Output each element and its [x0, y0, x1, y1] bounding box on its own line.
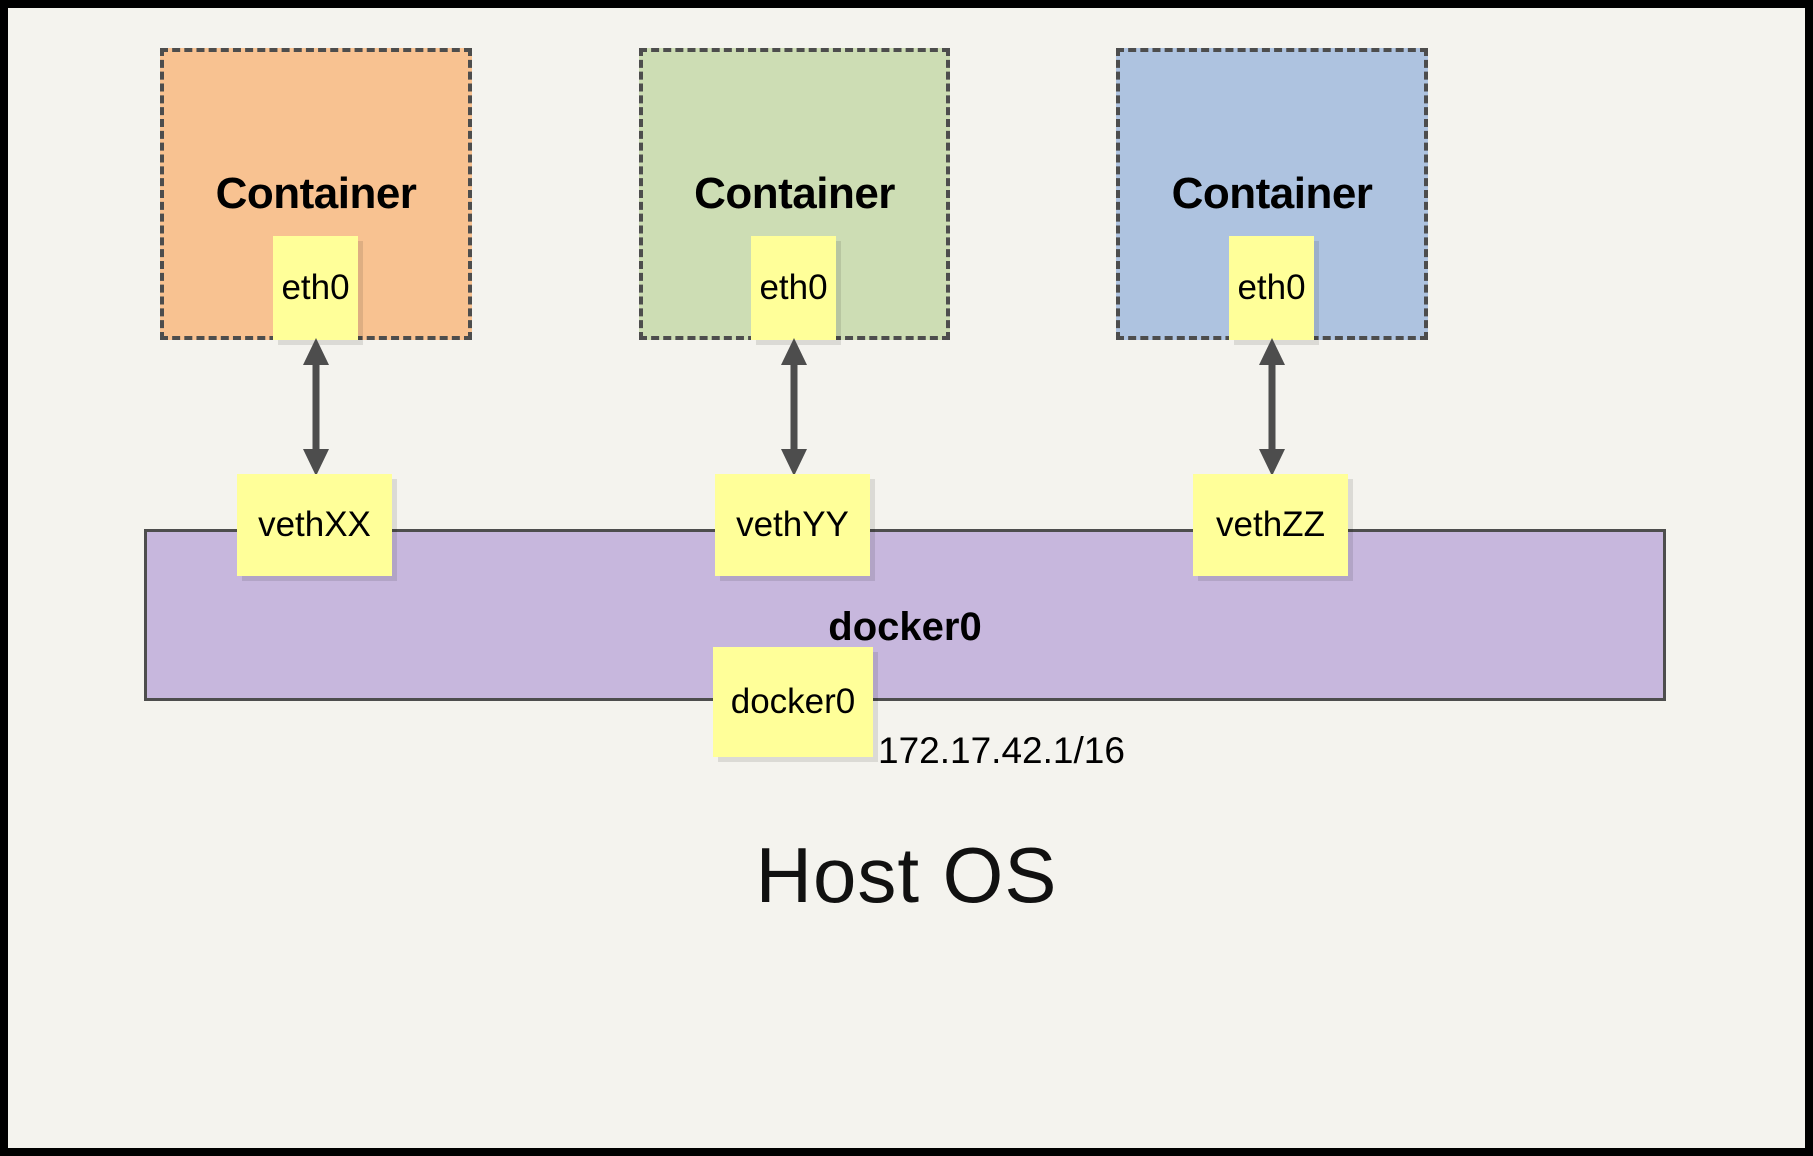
veth-box-1: vethXX — [237, 474, 392, 576]
container-title-2: Container — [694, 169, 895, 218]
arrow-container-2-to-veth — [781, 338, 807, 476]
diagram-stage: Container eth0 Container eth0 Container … — [8, 8, 1805, 1148]
container-eth0-2: eth0 — [751, 236, 836, 340]
docker0-ip-label: 172.17.42.1/16 — [878, 730, 1125, 771]
arrow-container-1-to-veth — [303, 338, 329, 476]
container-eth0-1: eth0 — [273, 236, 358, 340]
veth-box-2: vethYY — [715, 474, 870, 576]
container-title-1: Container — [215, 169, 417, 218]
docker0-bridge-title: docker0 — [828, 605, 982, 649]
container-title-3: Container — [1171, 169, 1373, 218]
host-os-label: Host OS — [755, 831, 1058, 919]
arrow-container-3-to-veth — [1259, 338, 1285, 476]
veth-box-3: vethZZ — [1193, 474, 1348, 576]
docker0-interface-box: docker0 — [713, 647, 873, 757]
docker0-bridge-bar: docker0 — [144, 529, 1666, 701]
container-eth0-3: eth0 — [1229, 236, 1314, 340]
